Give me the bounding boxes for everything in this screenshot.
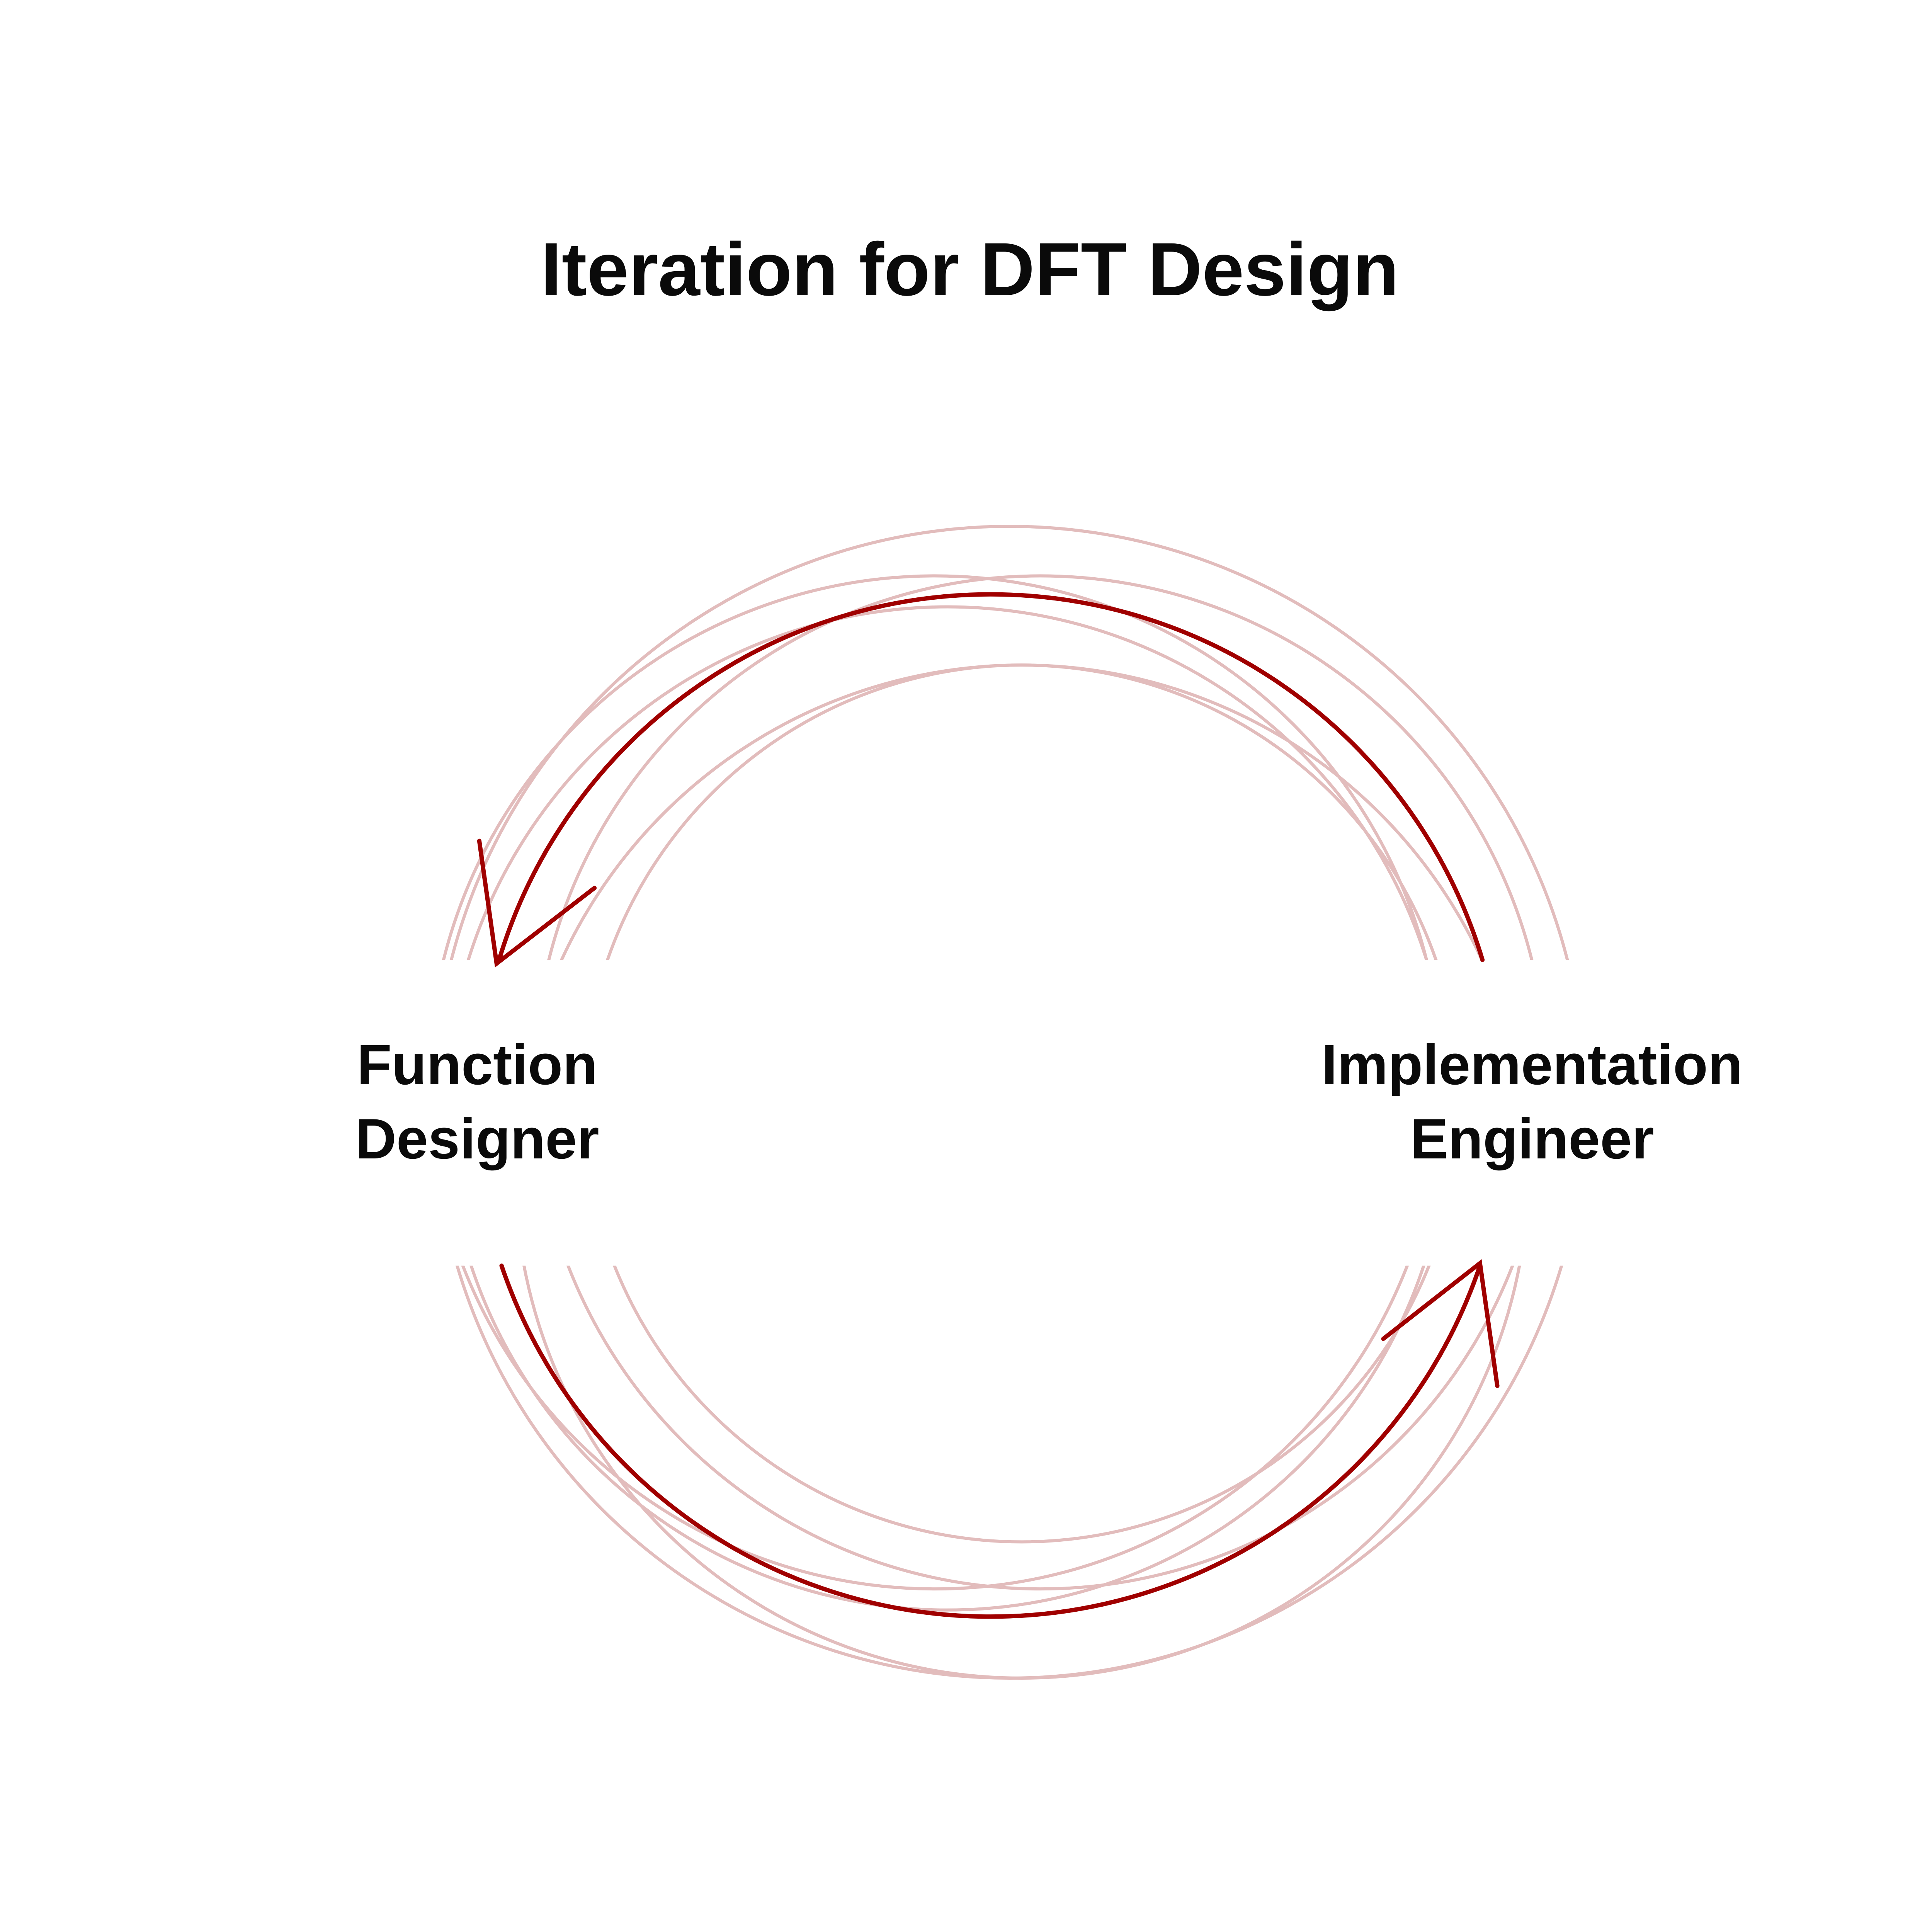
arrowhead-left-icon bbox=[477, 838, 597, 968]
arrowhead-right-icon bbox=[1381, 1259, 1500, 1388]
node-label-line1: Implementation bbox=[1321, 1033, 1743, 1097]
diagram-title: Iteration for DFT Design bbox=[541, 227, 1399, 311]
node-label-line2: Designer bbox=[355, 1107, 599, 1171]
arc-bottom-to-implementation-engineer bbox=[499, 1264, 1482, 1619]
arc-top-to-function-designer bbox=[497, 592, 1485, 962]
iteration-arrows bbox=[477, 592, 1500, 1619]
node-label-line1: Function bbox=[357, 1033, 598, 1097]
node-function-designer: Function Designer bbox=[355, 1028, 599, 1176]
node-implementation-engineer: Implementation Engineer bbox=[1321, 1028, 1743, 1176]
node-label-line2: Engineer bbox=[1410, 1107, 1654, 1171]
